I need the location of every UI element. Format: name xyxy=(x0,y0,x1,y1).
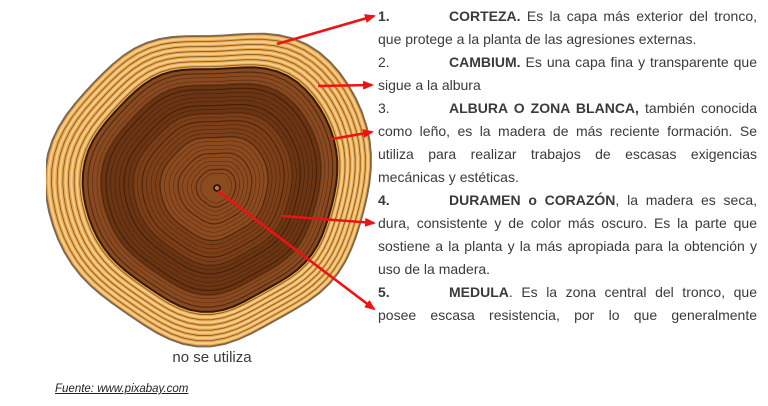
item-text: también conocida como leño, es la madera… xyxy=(378,100,757,185)
source-link[interactable]: Fuente: www.pixabay.com xyxy=(55,383,189,395)
figure-caption: no se utiliza xyxy=(172,349,252,366)
item-number: 4. xyxy=(378,192,390,208)
item-text: Es la capa más exterior del tronco, que … xyxy=(378,8,757,47)
item-term: CAMBIUM. xyxy=(449,54,521,70)
pith-center xyxy=(213,184,221,192)
item-text: . Es la zona central del tronco, que pos… xyxy=(378,284,757,323)
legend-item-cambium: 2. CAMBIUM. Es una capa fina y transparen… xyxy=(378,51,757,97)
legend-list: 1. CORTEZA. Es la capa más exterior del t… xyxy=(378,5,757,327)
trunk-figure xyxy=(46,16,378,350)
legend-item-duramen: 4. DURAMEN o CORAZÓN, la madera es seca, … xyxy=(378,189,757,281)
item-number: 2. xyxy=(378,54,390,70)
legend-item-albura: 3. ALBURA O ZONA BLANCA, también conocida… xyxy=(378,97,757,189)
item-number: 5. xyxy=(378,284,390,300)
item-term: ALBURA O ZONA BLANCA, xyxy=(449,100,639,116)
legend-item-medula: 5. MEDULA. Es la zona central del tronco,… xyxy=(378,281,757,327)
item-text: Es una capa fina y transparente que sigu… xyxy=(378,54,757,93)
legend-item-corteza: 1. CORTEZA. Es la capa más exterior del t… xyxy=(378,5,757,51)
tree-trunk-image xyxy=(46,32,372,348)
item-term: CORTEZA. xyxy=(449,8,521,24)
item-number: 1. xyxy=(378,8,390,24)
item-text: , la madera es seca, dura, consistente y… xyxy=(378,192,758,277)
item-term: MEDULA xyxy=(449,284,509,300)
item-term: DURAMEN o CORAZÓN xyxy=(449,192,616,208)
item-number: 3. xyxy=(378,100,390,116)
